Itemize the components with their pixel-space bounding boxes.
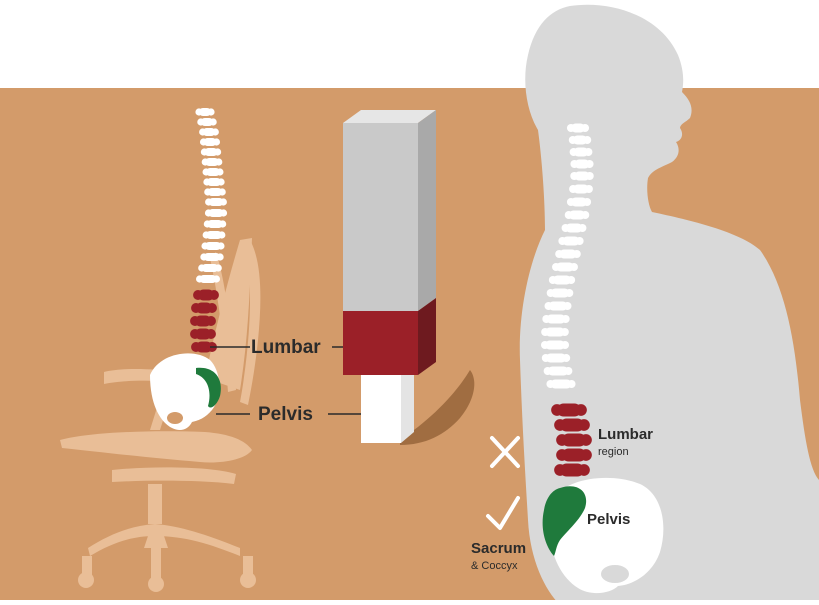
- body-lumbar-vertebra: [556, 449, 592, 462]
- chair-vertebra: [203, 168, 224, 176]
- body-pelvis-label: Pelvis: [587, 511, 630, 528]
- chair-vertebra: [204, 188, 226, 196]
- body-vertebra: [546, 380, 575, 389]
- chair-vertebra: [196, 275, 220, 283]
- block-white-side: [401, 375, 414, 443]
- chair-vertebra: [201, 242, 224, 250]
- body-lumbar-vertebra: [556, 434, 592, 447]
- body-vertebra: [555, 250, 581, 259]
- body-vertebra: [542, 315, 569, 324]
- chair-lumbar-vertebra: [190, 316, 216, 327]
- chair-vertebra: [204, 220, 226, 228]
- body-vertebra: [567, 198, 591, 207]
- block-red-side: [418, 298, 436, 375]
- body-vertebra: [541, 341, 569, 350]
- chair-vertebra: [203, 178, 224, 186]
- body-vertebra: [549, 276, 575, 285]
- chair-lumbar-vertebra: [191, 303, 217, 314]
- chair-vertebra: [201, 148, 221, 156]
- chair-caster-center: [148, 576, 164, 592]
- body-lumbar-sub-label: region: [598, 446, 629, 458]
- body-vertebra: [570, 160, 593, 169]
- chair-lumbar-vertebra: [193, 290, 219, 301]
- body-vertebra: [552, 263, 578, 272]
- body-vertebra: [570, 172, 594, 181]
- top-background: [0, 0, 819, 88]
- block-gray-side: [418, 110, 436, 311]
- body-vertebra: [558, 237, 583, 246]
- chair-vertebra: [205, 209, 227, 217]
- body-lumbar-vertebra: [554, 419, 590, 432]
- sacrum-sub-label: & Coccyx: [471, 560, 517, 572]
- chair-vertebra: [202, 158, 223, 166]
- chair-vertebra: [195, 108, 214, 116]
- chair-vertebra: [197, 118, 216, 126]
- block-white-front: [361, 375, 401, 443]
- body-vertebra: [570, 148, 593, 157]
- chair-pelvis-label: Pelvis: [258, 404, 313, 426]
- chair-vertebra: [200, 138, 220, 146]
- body-vertebra: [545, 302, 572, 311]
- body-vertebra: [569, 185, 593, 194]
- body-vertebra: [542, 354, 570, 363]
- body-vertebra: [547, 289, 574, 298]
- body-vertebra: [562, 224, 587, 233]
- chair-vertebra: [198, 264, 222, 272]
- body-vertebra: [565, 211, 590, 220]
- block-gray-front: [343, 123, 418, 311]
- chair-vertebra: [200, 253, 223, 261]
- body-lumbar-vertebra: [554, 464, 590, 477]
- body-vertebra: [569, 136, 591, 145]
- chair-lumbar-vertebra: [190, 329, 216, 340]
- body-vertebra: [567, 124, 589, 133]
- block-red-front: [343, 311, 418, 375]
- chair-lumbar-label: Lumbar: [251, 337, 321, 359]
- chair-cylinder: [148, 484, 162, 524]
- chair-vertebra: [203, 231, 226, 239]
- body-lumbar-vertebra: [551, 404, 587, 417]
- sacrum-label: Sacrum: [471, 540, 526, 557]
- chair-vertebra: [199, 128, 219, 136]
- body-vertebra: [541, 328, 569, 337]
- chair-vertebra: [205, 198, 227, 206]
- body-vertebra: [544, 367, 573, 376]
- body-lumbar-label: Lumbar: [598, 426, 653, 443]
